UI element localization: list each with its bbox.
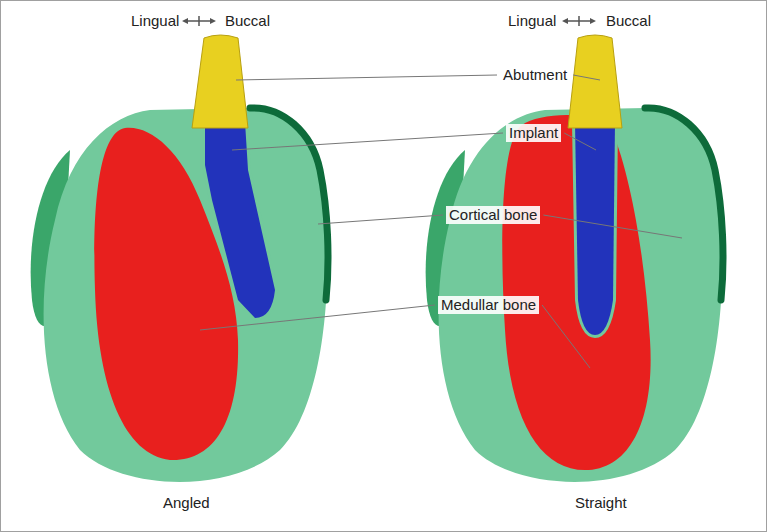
abutment [192,35,248,128]
leader-line [318,215,443,224]
leader-line [200,305,435,330]
leader-line [564,133,596,150]
orientation-tick [578,16,580,26]
abutment [568,35,622,128]
leader-line [543,215,682,238]
leader-line [542,305,590,368]
medullar-bone [502,115,650,470]
implant-body [575,122,615,335]
figure-label: Angled [160,494,213,512]
angled-figure [31,35,328,482]
part-label: Medullar bone [438,296,539,314]
implant [575,122,615,335]
orientation-heads [562,18,596,24]
leader-line [236,75,497,80]
figure-label: Straight [572,494,630,512]
straight-figure [426,35,723,482]
orientation-label: Lingual [128,12,182,30]
part-label: Abutment [500,66,570,84]
orientation-tick [198,16,200,26]
orientation-label: Lingual [505,12,559,30]
part-label: Cortical bone [446,206,540,224]
part-label: Implant [506,124,561,142]
orientation-label: Buccal [222,12,273,30]
leader-line [573,75,600,80]
buccal-gingiva [645,108,723,300]
orientation-label: Buccal [603,12,654,30]
cortical-bone [44,108,328,482]
leader-line [232,133,503,150]
leader-lines [200,75,682,368]
orientation-heads [182,18,216,24]
cortical-bone [439,108,723,482]
